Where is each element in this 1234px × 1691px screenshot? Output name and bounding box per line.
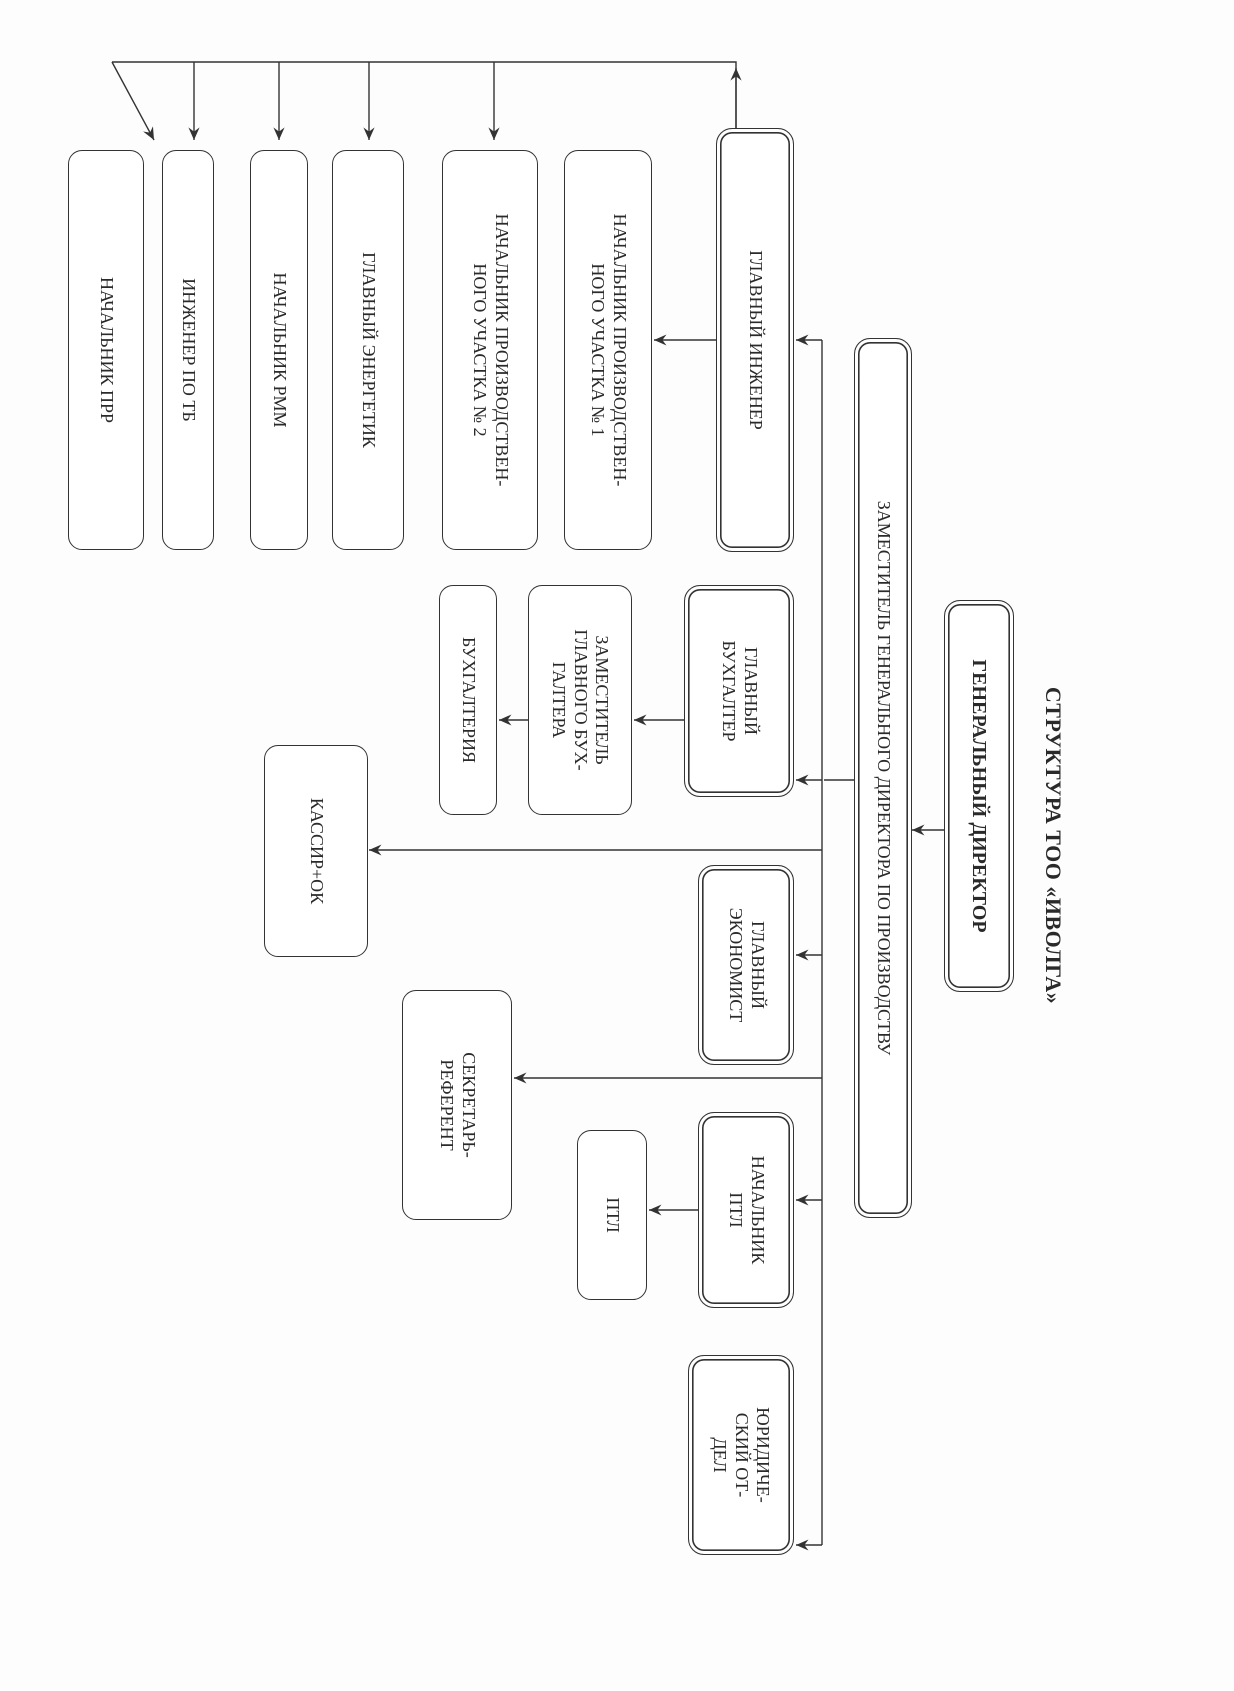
node-secretary[interactable]: СЕКРЕТАРЬ- РЕФЕРЕНТ	[402, 990, 512, 1220]
bus-chief-engineer	[112, 61, 737, 128]
edge-ce-prr	[111, 61, 155, 141]
node-cashier-hr[interactable]: КАССИР+ОК	[264, 745, 368, 957]
node-chief-engineer[interactable]: ГЛАВНЫЙ ИНЖЕНЕР	[716, 128, 794, 552]
node-chief-accountant[interactable]: ГЛАВНЫЙ БУХГАЛТЕР	[684, 585, 794, 797]
node-head-site-1[interactable]: НАЧАЛЬНИК ПРОИЗВОДСТВЕН- НОГО УЧАСТКА № …	[564, 150, 652, 550]
node-head-rmm[interactable]: НАЧАЛЬНИК РММ	[250, 150, 308, 550]
node-safety-engineer[interactable]: ИНЖЕНЕР ПО ТБ	[162, 150, 214, 550]
node-chief-economist[interactable]: ГЛАВНЫЙ ЭКОНОМИСТ	[698, 865, 794, 1065]
node-deputy-chief-accountant[interactable]: ЗАМЕСТИТЕЛЬ ГЛАВНОГО БУХ- ГАЛТЕРА	[528, 585, 632, 815]
node-legal-department[interactable]: ЮРИДИЧЕ- СКИЙ ОТ- ДЕЛ	[688, 1355, 794, 1555]
node-accounting[interactable]: БУХГАЛТЕРИЯ	[439, 585, 497, 815]
node-head-ptl[interactable]: НАЧАЛЬНИК ПТЛ	[698, 1112, 794, 1308]
node-chief-power-engineer[interactable]: ГЛАВНЫЙ ЭНЕРГЕТИК	[332, 150, 404, 550]
node-head-prr[interactable]: НАЧАЛЬНИК ПРР	[68, 150, 144, 550]
node-ptl[interactable]: ПТЛ	[577, 1130, 647, 1300]
chart-title: СТРУКТУРА ТОО «ИВОЛГА»	[1041, 686, 1066, 1005]
node-general-director[interactable]: ГЕНЕРАЛЬНЫЙ ДИРЕКТОР	[944, 600, 1014, 992]
node-deputy-production[interactable]: ЗАМЕСТИТЕЛЬ ГЕНЕРАЛЬНОГО ДИРЕКТОРА ПО ПР…	[854, 338, 912, 1218]
node-head-site-2[interactable]: НАЧАЛЬНИК ПРОИЗВОДСТВЕН- НОГО УЧАСТКА № …	[442, 150, 538, 550]
